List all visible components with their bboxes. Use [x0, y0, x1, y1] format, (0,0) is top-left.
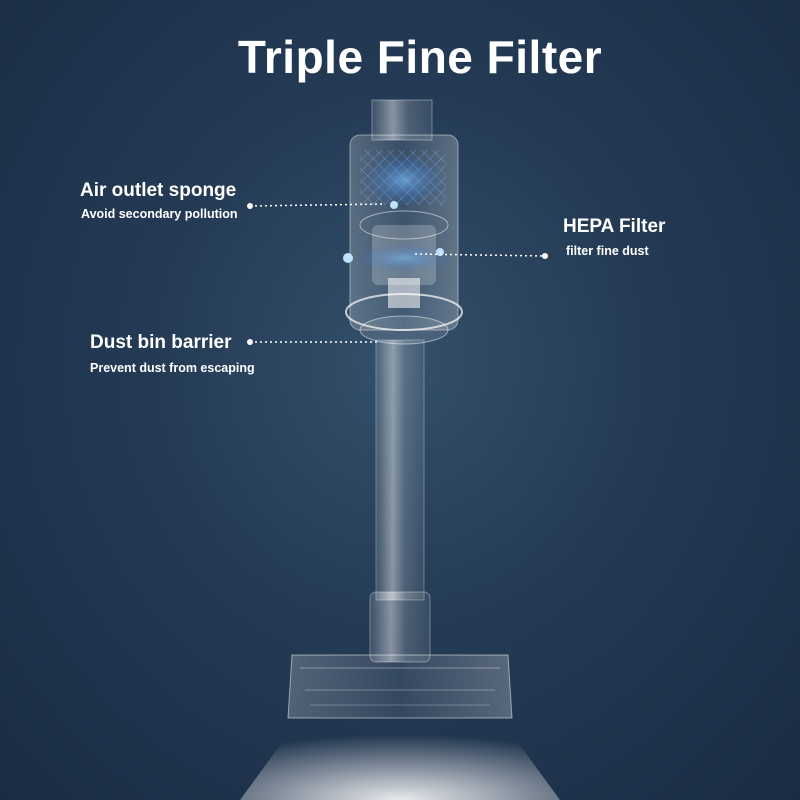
callout-lines: [247, 203, 548, 345]
dust-bin-barrier-description: Prevent dust from escaping: [90, 361, 255, 375]
air-outlet-sponge-description: Avoid secondary pollution: [81, 207, 238, 221]
hepa-filter-label: HEPA Filter: [563, 216, 666, 237]
floor-brush-head: [287, 654, 513, 719]
air-outlet-sponge-label: Air outlet sponge: [80, 180, 237, 201]
page-title: Triple Fine Filter: [237, 31, 603, 83]
upper-tube: [371, 99, 433, 141]
filter-housing: [343, 134, 463, 345]
hepa-filter-description: filter fine dust: [566, 244, 649, 258]
dust-bin-barrier-label: Dust bin barrier: [90, 332, 232, 353]
light-beam: [240, 718, 560, 800]
wand-tube: [369, 339, 431, 663]
